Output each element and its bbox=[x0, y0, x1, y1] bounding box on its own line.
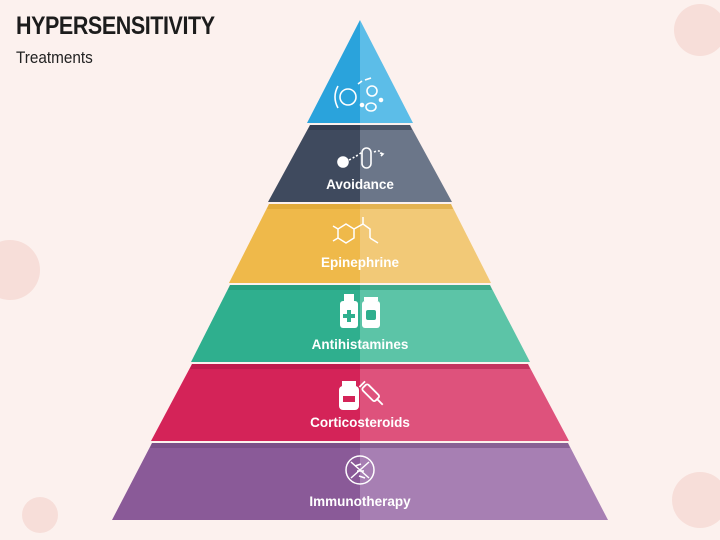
dna-icon bbox=[345, 455, 375, 485]
background-virus-decoration-icon bbox=[0, 4, 720, 533]
avoid-path-icon bbox=[337, 147, 385, 169]
pill-bottle-syringe-icon bbox=[339, 380, 384, 410]
tier-epinephrine: Epinephrine bbox=[229, 204, 491, 283]
molecule-icon bbox=[332, 217, 379, 244]
tier-label-antihistamines: Antihistamines bbox=[312, 337, 409, 352]
tier-antihistamines: Antihistamines bbox=[191, 285, 530, 362]
tier-top bbox=[307, 20, 413, 123]
tier-label-immunotherapy: Immunotherapy bbox=[309, 494, 411, 509]
page-subtitle: Treatments bbox=[16, 48, 93, 67]
tier-corticosteroids: Corticosteroids bbox=[151, 364, 569, 441]
tier-label-epinephrine: Epinephrine bbox=[321, 255, 399, 270]
tier-avoidance: Avoidance bbox=[268, 125, 452, 202]
medicine-bottles-icon bbox=[340, 294, 380, 328]
tier-label-corticosteroids: Corticosteroids bbox=[310, 415, 410, 430]
page-title: HYPERSENSITIVITY bbox=[16, 12, 215, 40]
tier-label-avoidance: Avoidance bbox=[326, 177, 394, 192]
tier-immunotherapy: Immunotherapy bbox=[112, 443, 608, 520]
allergen-cells-icon bbox=[334, 77, 384, 112]
